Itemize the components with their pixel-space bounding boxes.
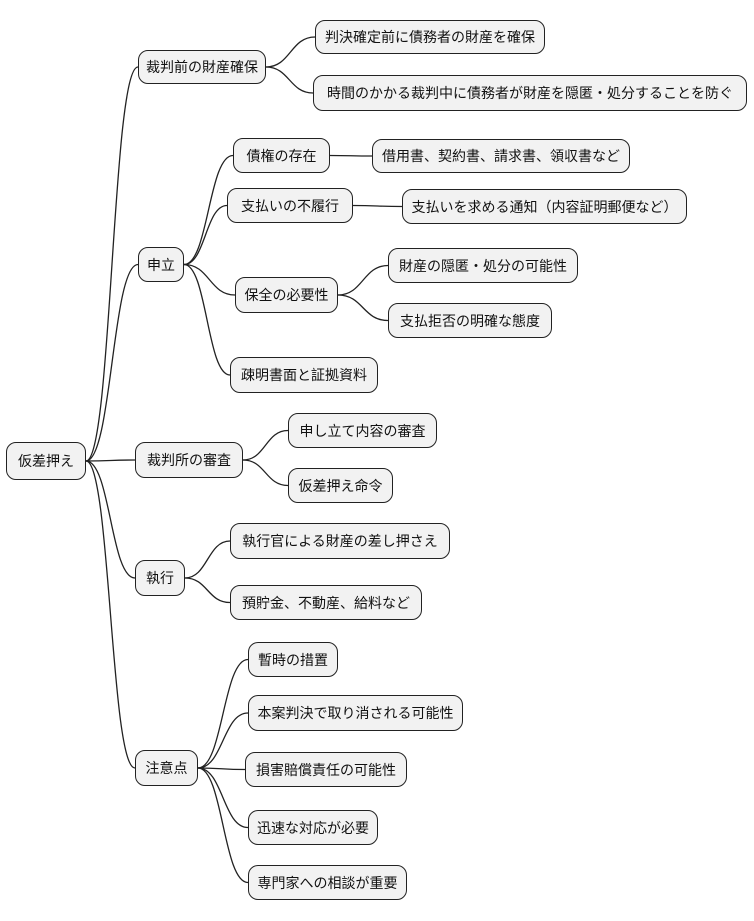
node-seizure-by-officer: 執行官による財産の差し押さえ	[230, 523, 450, 559]
node-expert-consultation: 専門家への相談が重要	[248, 865, 407, 900]
node-cautions: 注意点	[135, 750, 198, 786]
node-prima-facie-documents: 疎明書面と証拠資料	[230, 357, 378, 393]
node-provisional-seizure: 仮差押え	[6, 442, 86, 480]
node-prevent-concealment-during-trial: 時間のかかる裁判中に債務者が財産を隠匿・処分することを防ぐ	[313, 75, 747, 111]
node-damages-liability: 損害賠償責任の可能性	[245, 752, 407, 787]
node-payment-default: 支払いの不履行	[227, 188, 353, 223]
node-risk-of-concealment: 財産の隠匿・処分の可能性	[388, 248, 578, 283]
node-secure-assets-before-judgment: 判決確定前に債務者の財産を確保	[315, 20, 545, 54]
node-petition: 申立	[138, 247, 184, 282]
node-payment-demand-notice: 支払いを求める通知（内容証明郵便など）	[402, 189, 687, 224]
node-court-review: 裁判所の審査	[135, 442, 243, 478]
node-provisional-seizure-order: 仮差押え命令	[288, 468, 393, 503]
node-necessity-of-preservation: 保全の必要性	[235, 277, 338, 313]
node-existence-of-claim: 債権の存在	[233, 138, 330, 173]
node-possible-revocation: 本案判決で取り消される可能性	[248, 695, 463, 731]
node-asset-types: 預貯金、不動産、給料など	[230, 585, 422, 620]
node-prompt-action-needed: 迅速な対応が必要	[248, 810, 378, 845]
node-evidence-documents: 借用書、契約書、請求書、領収書など	[372, 139, 630, 173]
node-temporary-measure: 暫時の措置	[248, 642, 338, 677]
node-clear-refusal-to-pay: 支払拒否の明確な態度	[388, 303, 552, 338]
node-pretrial-asset-security: 裁判前の財産確保	[138, 50, 266, 84]
node-execution: 執行	[135, 560, 185, 596]
node-petition-content-review: 申し立て内容の審査	[288, 413, 437, 448]
